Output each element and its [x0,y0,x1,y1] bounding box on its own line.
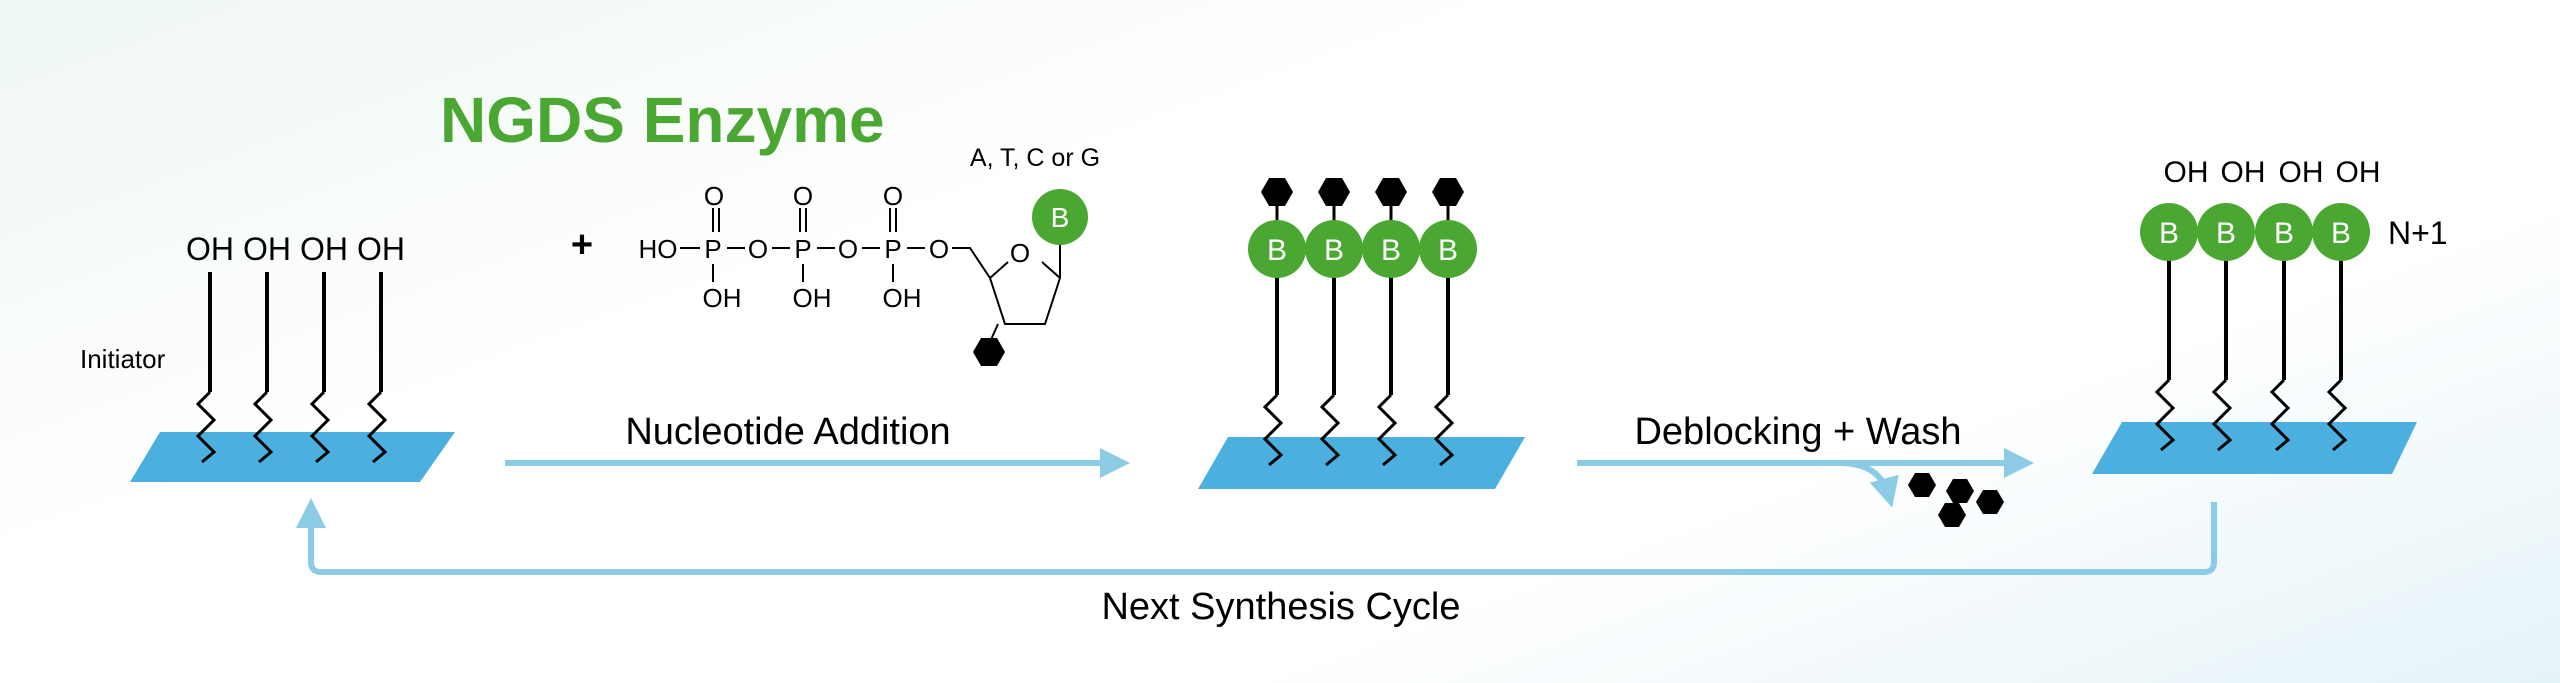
base-circle [1419,220,1477,278]
addition-step: Nucleotide Addition [505,411,1130,478]
n-plus-one-label: N+1 [2388,215,2448,251]
initiator-panel: Initiator OH OH OH OH [80,231,455,482]
removed-block-3 [1976,490,2004,514]
base-letter: B [2159,217,2179,250]
oh-label: OH [357,231,405,267]
strand-3-3: B OH [2255,156,2324,452]
oxygen-label: O [748,234,768,264]
phosphorus-label: P [794,234,811,264]
removed-block-4 [1938,503,1966,527]
base-letter: B [2274,217,2294,250]
ho-group: HO [639,234,678,264]
base-letter: B [2216,217,2236,250]
surface-2 [1198,437,1525,489]
base-circle [2255,203,2313,261]
base-letter: B [1051,202,1070,233]
base-circle [2140,203,2198,261]
blocking-group [973,338,1005,366]
step-cycle-label: Next Synthesis Cycle [1101,586,1460,628]
removed-block-1 [1908,473,1936,497]
strand-3-1: B OH [2140,156,2209,452]
base-letter: B [2331,217,2351,250]
phosphorus-label: P [884,234,901,264]
plus-sign: + [571,224,593,266]
strand-2-2: B [1305,178,1363,467]
wash-branch-arrow [1839,460,1899,508]
surface-1 [130,432,455,482]
oxygen-label: O [793,181,813,211]
removed-block-2 [1946,479,1974,503]
blocking-group [1432,178,1464,206]
oh-label: OH [2164,156,2209,189]
oh-label: OH [186,231,234,267]
strand-1-1: OH [186,231,234,464]
base-letter: B [1438,234,1458,267]
oh-label: OH [2221,156,2266,189]
base-circle [2312,203,2370,261]
strand-3-2: B OH [2197,156,2266,452]
sugar-ring [989,277,1061,325]
base-options: A, T, C or G [970,144,1100,172]
base-letter: B [1324,234,1344,267]
step-addition-label: Nucleotide Addition [625,411,950,453]
oh-label: OH [793,283,832,313]
cycle-arrow [296,498,2217,575]
oh-label: OH [703,283,742,313]
blocking-group [1261,178,1293,206]
blocking-group [1318,178,1350,206]
oxygen-label: O [883,181,903,211]
ring-oxygen-label: O [1010,238,1030,268]
oh-label: OH [300,231,348,267]
base-circle [1032,189,1088,245]
oh-label: OH [883,283,922,313]
cycle-step: Next Synthesis Cycle [296,498,2217,628]
step-deblock-label: Deblocking + Wash [1634,411,1961,453]
extended-panel: B B B B [1198,178,1525,489]
base-letter: B [1267,234,1287,267]
strand-1-2: OH [243,231,291,464]
strand-1-4: OH [357,231,405,464]
deblocked-panel: B OH B OH B OH B OH N+1 [2092,156,2448,474]
oxygen-label: O [838,234,858,264]
base-circle [1248,220,1306,278]
deblock-step: Deblocking + Wash [1577,411,2034,527]
base-circle [2197,203,2255,261]
nucleotide-structure: + HO P O OH O P O OH O P O OH O [571,144,1100,366]
oxygen-label: O [929,234,949,264]
oxygen-label: O [704,181,724,211]
strand-1-3: OH [300,231,348,464]
strand-3-4: B OH [2312,156,2381,452]
phosphorus-label: P [704,234,721,264]
initiator-label: Initiator [80,344,166,374]
oh-label: OH [2279,156,2324,189]
oh-label: OH [2336,156,2381,189]
surface-3 [2092,422,2417,474]
strand-2-1: B [1248,178,1306,467]
oh-label: OH [243,231,291,267]
base-letter: B [1381,234,1401,267]
base-circle [1362,220,1420,278]
title: NGDS Enzyme [440,84,885,156]
strand-2-4: B [1419,178,1477,467]
base-circle [1305,220,1363,278]
blocking-group [1375,178,1407,206]
strand-2-3: B [1362,178,1420,467]
